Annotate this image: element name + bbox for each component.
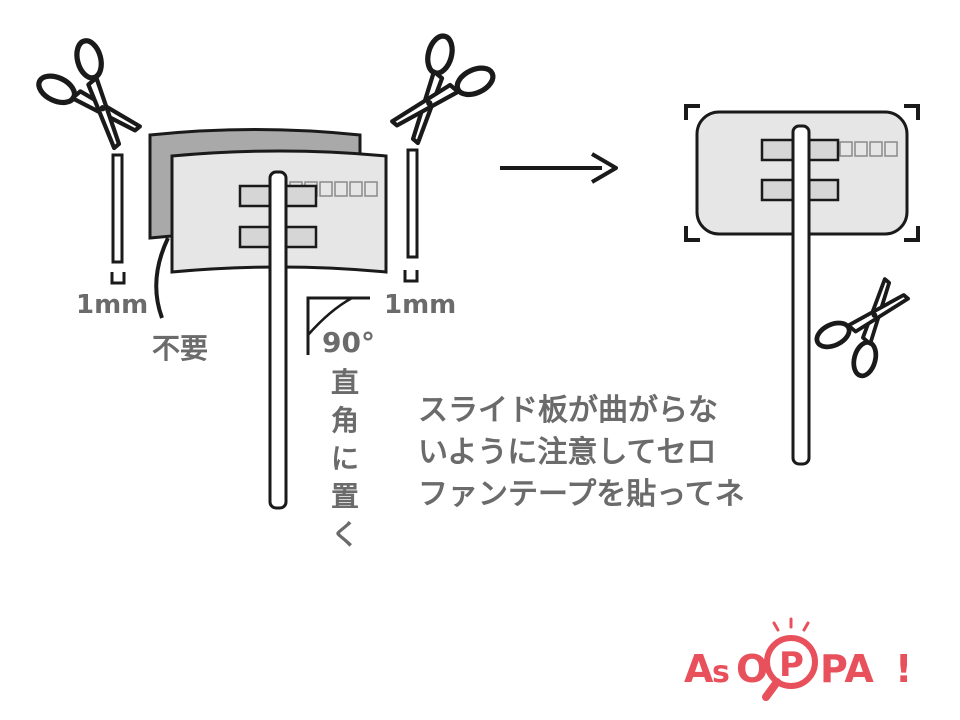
corner-marks <box>684 104 920 242</box>
note-line: ファンテープを貼ってネ <box>418 477 745 512</box>
cut-strip-right <box>406 148 419 259</box>
right-angle-mark <box>306 296 370 355</box>
scissors-icon <box>373 24 503 157</box>
arrow-icon <box>500 152 618 184</box>
asoppa-logo: A s O P PA ! <box>684 617 912 701</box>
angle-label: 90° <box>322 326 375 359</box>
vertical-char: 置 <box>331 480 359 513</box>
vertical-label: 直 角 に 置 く <box>331 366 359 551</box>
vertical-char: に <box>331 442 359 475</box>
cut-strip-left <box>111 153 124 264</box>
stick <box>268 170 288 510</box>
pointer-line <box>154 237 170 319</box>
logo-letter: O <box>736 647 768 691</box>
magnifier-icon <box>764 635 818 689</box>
note-line: スライド板が曲がらな <box>418 393 718 428</box>
gap-label-right: 1mm <box>384 290 456 320</box>
instruction-note: スライド板が曲がらな いように注意してセロ ファンテープを貼ってネ <box>418 390 858 516</box>
gap-label-left: 1mm <box>76 290 148 320</box>
angle-arc <box>307 296 353 336</box>
vertical-char: く <box>331 518 359 551</box>
logo-letter: P <box>779 645 804 685</box>
gap-bracket-right <box>403 270 419 283</box>
logo-letter: PA <box>820 647 874 691</box>
vertical-char: 角 <box>331 404 359 437</box>
logo-letter: s <box>712 655 730 690</box>
right-figure <box>684 104 925 466</box>
logo-letter: ! <box>895 647 912 691</box>
gap-bracket-left <box>110 272 126 285</box>
logo-letter: A <box>684 647 714 691</box>
vertical-char: 直 <box>331 366 359 399</box>
scissors-icon <box>27 31 157 164</box>
stick <box>791 124 811 466</box>
scissors-icon <box>807 266 925 387</box>
left-figure: 1mm 1mm 不要 90° 直 角 に 置 く <box>27 24 503 551</box>
note-line: いように注意してセロ <box>418 435 717 470</box>
unneeded-label: 不要 <box>152 332 208 365</box>
